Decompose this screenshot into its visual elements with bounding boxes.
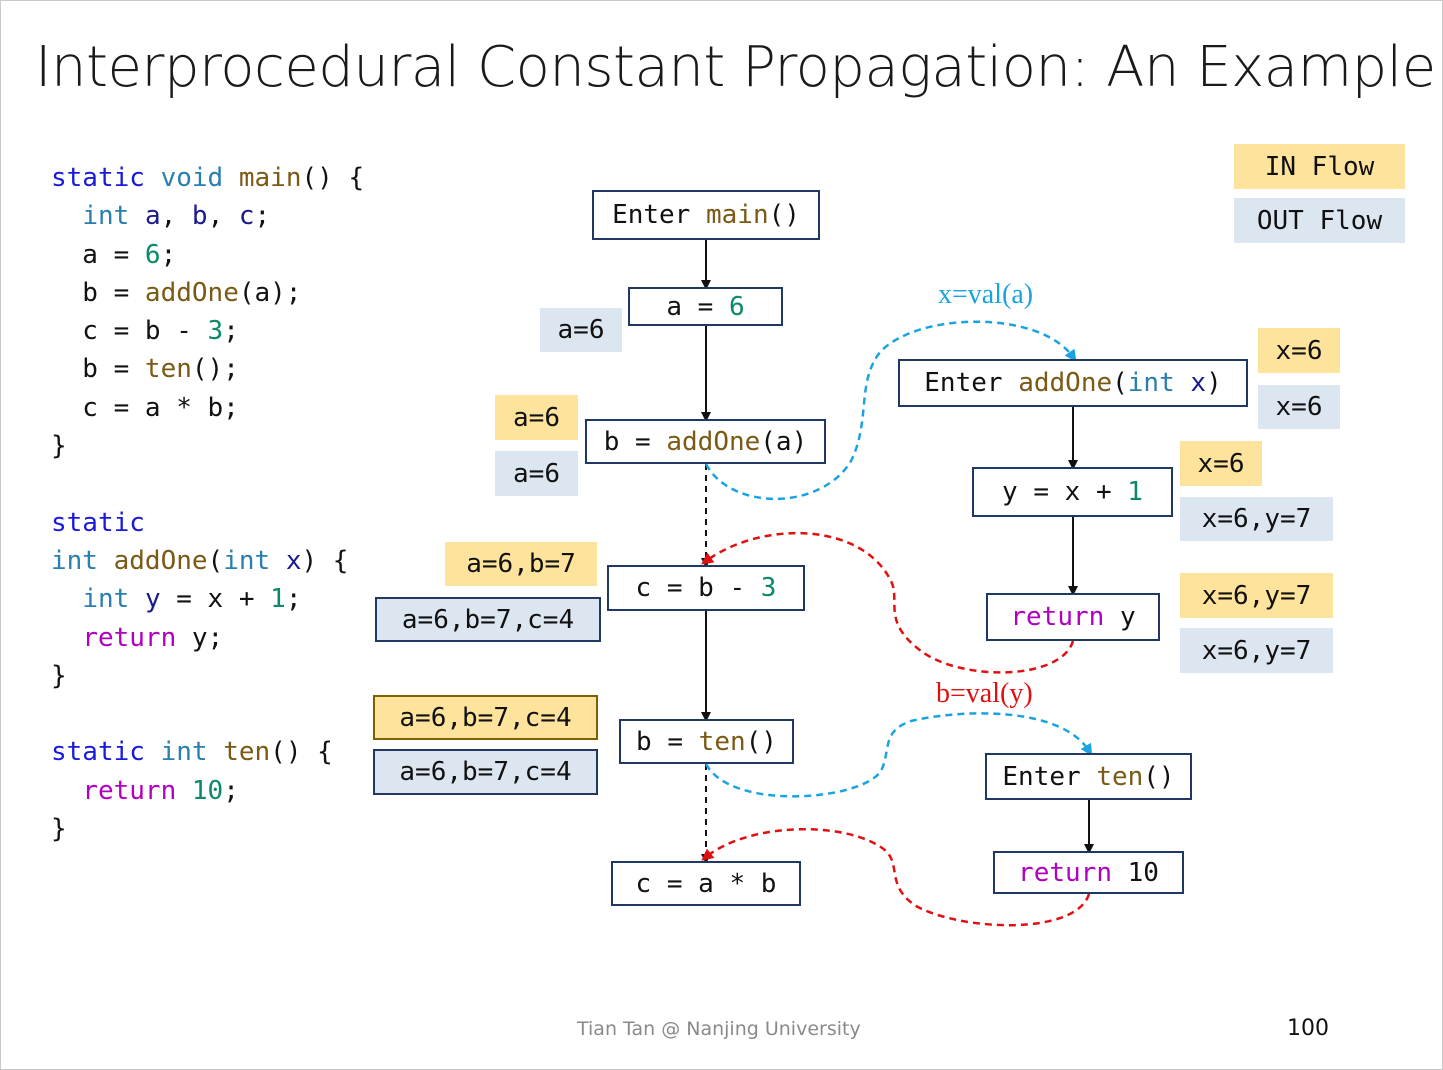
page-number: 100: [1287, 1016, 1329, 1041]
node-label: c = b - 3: [635, 573, 777, 603]
code-line: return y;: [82, 622, 224, 653]
node-enter-main: Enter main(): [592, 190, 820, 240]
code-line: b = ten();: [51, 354, 239, 385]
node-return-y: return y: [986, 593, 1160, 641]
fact-in-c-b-minus-3: a=6,b=7: [445, 542, 597, 586]
fact-out-call-addone: a=6: [495, 451, 578, 496]
source-code: static void main() { int a, b, c; a = 6;…: [51, 159, 364, 848]
fact-in-call-ten: a=6,b=7,c=4: [373, 695, 598, 740]
node-label: Enter ten(): [1002, 761, 1175, 792]
node-label: y = x + 1: [1002, 477, 1143, 507]
return-edge-addone: [701, 531, 1075, 674]
call-edge-addone: [704, 320, 1077, 501]
node-label: b = ten(): [636, 726, 777, 757]
footer-credit: Tian Tan @ Nanjing University: [577, 1018, 861, 1040]
node-label: b = addOne(a): [603, 426, 808, 457]
node-b-addone-call: b = addOne(a): [585, 419, 826, 464]
code-line: }: [51, 431, 67, 462]
return-edge-ten: [701, 827, 1091, 927]
node-label: return 10: [1018, 857, 1159, 888]
node-return-10: return 10: [993, 851, 1184, 894]
code-line: static: [51, 507, 145, 538]
node-label: Enter addOne(int x): [924, 368, 1222, 398]
fact-out-return-y: x=6,y=7: [1180, 628, 1333, 673]
node-label: c = a * b: [635, 868, 777, 899]
code-line: }: [51, 814, 67, 845]
code-line: c = b - 3;: [51, 316, 239, 347]
return-edge-label: b=val(y): [936, 678, 1033, 709]
fact-in-enter-addone: x=6: [1258, 328, 1340, 373]
code-line: int y = x + 1;: [82, 584, 302, 615]
fact-in-return-y: x=6,y=7: [1180, 573, 1333, 618]
fact-out-y-x-plus-1: x=6,y=7: [1180, 497, 1333, 541]
fact-in-y-x-plus-1: x=6: [1180, 441, 1262, 486]
node-b-ten-call: b = ten(): [619, 719, 794, 764]
slide-title: Interprocedural Constant Propagation: An…: [35, 35, 1436, 100]
legend-in-flow: IN Flow: [1234, 144, 1405, 189]
fact-out-enter-addone: x=6: [1258, 385, 1340, 429]
call-edge-label: x=val(a): [938, 279, 1034, 310]
node-a-eq-6: a = 6: [628, 287, 783, 326]
fact-out-a-eq-6: a=6: [540, 308, 622, 352]
code-line: b = addOne(a);: [51, 277, 302, 308]
call-edge-ten: [704, 712, 1093, 798]
node-label: a = 6: [666, 291, 745, 322]
fact-out-c-b-minus-3: a=6,b=7,c=4: [375, 597, 601, 642]
fact-out-call-ten: a=6,b=7,c=4: [373, 749, 598, 795]
node-c-b-minus-3: c = b - 3: [607, 565, 805, 611]
node-label: return y: [1010, 602, 1136, 632]
node-y-x-plus-1: y = x + 1: [972, 467, 1173, 517]
code-line: c = a * b;: [51, 392, 239, 423]
node-c-a-times-b: c = a * b: [611, 861, 801, 906]
node-label: Enter main(): [612, 200, 800, 230]
legend-out-flow: OUT Flow: [1234, 198, 1405, 243]
code-line: a = 6;: [51, 239, 177, 270]
node-enter-addone: Enter addOne(int x): [898, 359, 1248, 407]
code-line: int addOne(int x) {: [51, 545, 349, 576]
code-line: int a, b, c;: [82, 201, 271, 232]
fact-in-call-addone: a=6: [495, 395, 578, 440]
code-line: return 10;: [82, 775, 239, 806]
code-line: static void main() {: [51, 163, 365, 193]
code-line: }: [51, 660, 67, 691]
node-enter-ten: Enter ten(): [985, 753, 1192, 800]
code-line: static int ten() {: [51, 737, 333, 768]
